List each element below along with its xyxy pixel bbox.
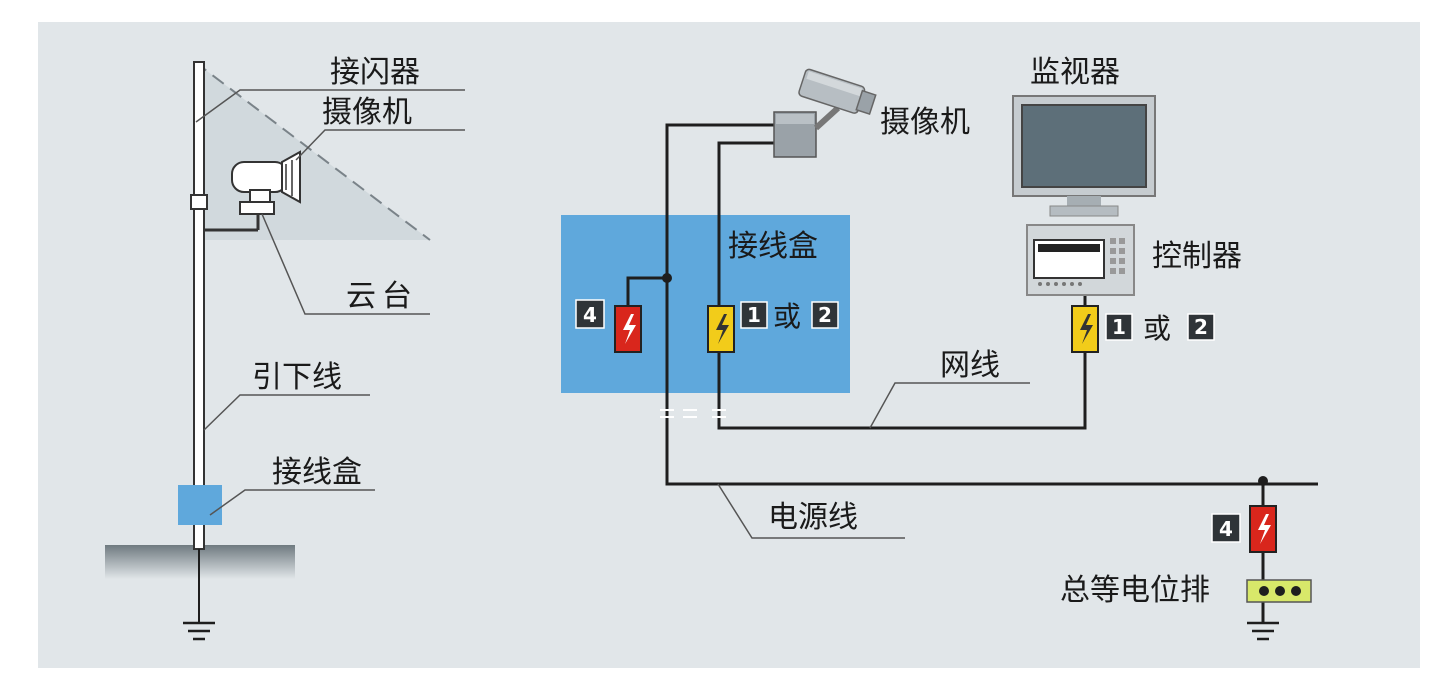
badge-main-power	[1211, 513, 1241, 543]
junction-dot-box	[662, 273, 672, 283]
label-monitor: 监视器	[1030, 55, 1120, 90]
badge-box-signal-b-text: 2	[818, 303, 832, 327]
power-cable-wire	[665, 123, 1318, 486]
controller-icon	[1026, 224, 1135, 296]
label-junction-box-right: 接线盒	[728, 229, 818, 264]
label-power-cable: 电源线	[768, 500, 858, 535]
label-camera-right: 摄像机	[880, 105, 970, 140]
label-pan-tilt: 云台	[346, 279, 418, 314]
badge-box-signal-a-text: 1	[747, 303, 761, 327]
controller-or-text: 或	[1143, 312, 1171, 345]
badge-controller-signal-b	[1187, 313, 1215, 341]
label-junction-box-left: 接线盒	[272, 455, 362, 490]
network-cable-wire	[717, 141, 1087, 430]
monitor-icon	[1012, 95, 1156, 217]
leader-camera-left	[295, 129, 465, 161]
badge-main-power-text: 4	[1219, 517, 1233, 541]
box-or-text: 或	[773, 300, 801, 333]
equipotential-bar-icon	[1246, 579, 1312, 603]
junction-dot-main	[1258, 476, 1268, 486]
ground-symbol-right	[1247, 621, 1279, 641]
protection-zone-edge	[194, 61, 431, 241]
leader-junction-box-left	[209, 489, 375, 516]
badge-controller-signal-a-text: 1	[1112, 315, 1126, 339]
badge-controller-signal-b-text: 2	[1194, 315, 1208, 339]
label-down-conductor: 引下线	[252, 360, 342, 395]
leader-power-cable	[717, 483, 905, 539]
spd-main-power	[1249, 505, 1277, 553]
pole-clamp	[190, 194, 208, 210]
ground-symbol-left	[183, 621, 215, 641]
junction-box-area: 接线盒	[561, 215, 850, 393]
junction-box	[561, 215, 850, 393]
spd-signal-controller	[1071, 305, 1099, 353]
label-network-cable: 网线	[940, 348, 1000, 383]
leader-lightning-rod	[195, 89, 465, 123]
badge-controller-signal-a	[1105, 313, 1133, 341]
label-controller: 控制器	[1152, 239, 1242, 274]
pole-junction-box	[178, 485, 222, 525]
pole-camera-icon	[231, 150, 301, 204]
leader-down-conductor	[203, 394, 370, 431]
pole	[193, 61, 205, 550]
label-camera-left: 摄像机	[322, 95, 412, 130]
pan-tilt-icon	[239, 201, 275, 215]
pole-installation: 接闪器 摄像机 云台 引下线 接线盒	[105, 55, 465, 641]
label-equipotential-bar: 总等电位排	[1060, 573, 1210, 608]
leader-network-cable	[869, 382, 1030, 429]
badge-box-power-text: 4	[583, 303, 597, 327]
spd-signal-box	[707, 305, 735, 353]
badge-box-power	[575, 299, 605, 329]
leader-pan-tilt	[261, 213, 430, 315]
label-lightning-rod: 接闪器	[330, 55, 420, 90]
cable-break-marks	[660, 409, 726, 418]
badge-box-signal-a	[740, 301, 768, 329]
box-power-branch	[626, 276, 667, 308]
spd-power-box	[614, 305, 642, 353]
badge-box-signal-b	[811, 301, 839, 329]
camera-right-icon	[773, 68, 877, 158]
